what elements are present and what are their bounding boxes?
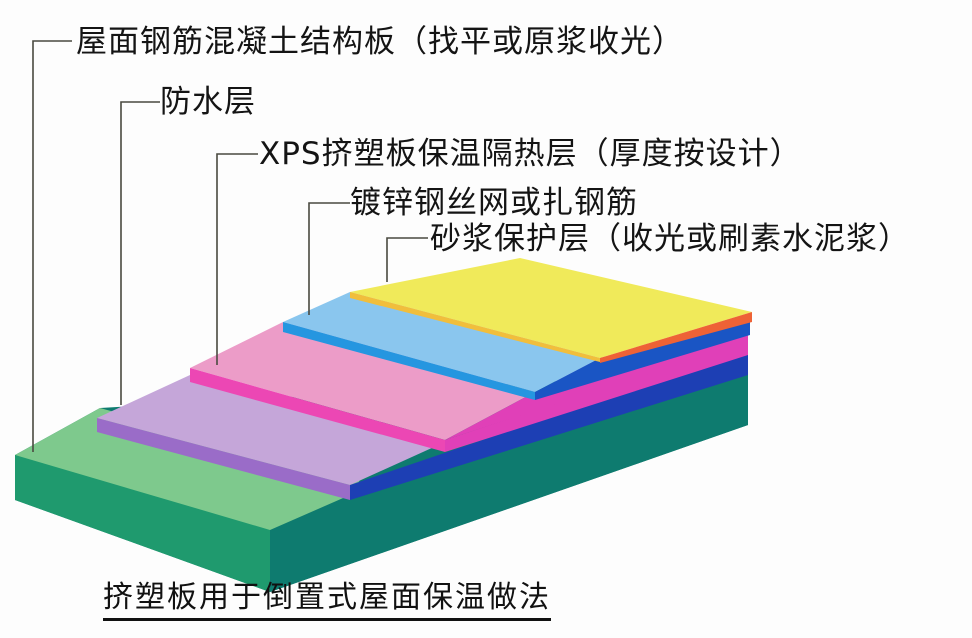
label-concrete-slab: 屋面钢筋混凝土结构板（找平或原浆收光） [76, 24, 684, 60]
layer-waterproof [97, 350, 748, 500]
layer-mortar-protection [350, 258, 752, 363]
leader-line-4 [308, 202, 350, 315]
diagram-caption: 挤塑板用于倒置式屋面保温做法 [103, 580, 551, 621]
leader-lines [32, 40, 428, 452]
label-waterproof: 防水层 [160, 84, 256, 120]
label-xps-insulation: XPS挤塑板保温隔热层（厚度按设计） [259, 136, 802, 172]
leader-line-3 [216, 153, 258, 365]
leader-line-1 [32, 40, 72, 452]
label-steel-mesh: 镀锌钢丝网或扎钢筋 [350, 185, 638, 221]
label-mortar-protection: 砂浆保护层（收光或刷素水泥浆） [430, 221, 910, 257]
leader-line-2 [120, 101, 160, 405]
leader-line-5 [386, 237, 428, 282]
layer-steel-mesh [283, 292, 750, 400]
